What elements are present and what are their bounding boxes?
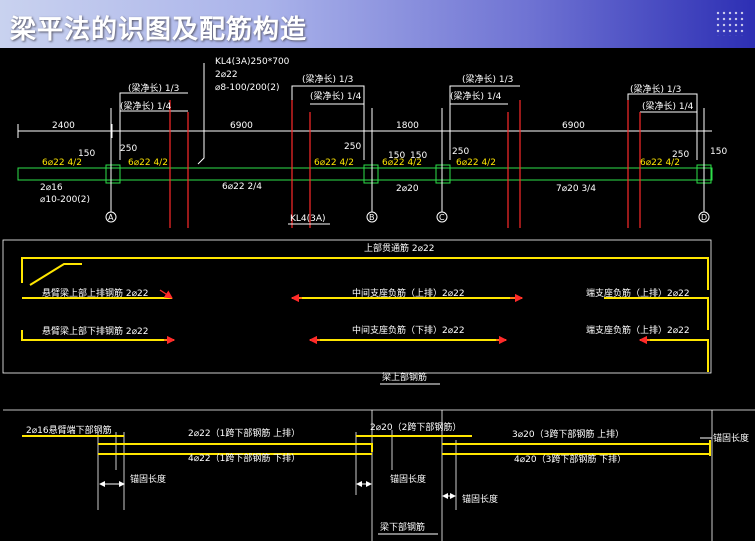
end-support-lower-label: 端支座负筋（上排）2⌀22 [586, 324, 690, 336]
seat-bar-label: 6⌀22 4/2 [456, 158, 496, 168]
span1-upper-label: 2⌀22（1跨下部钢筋 上排） [188, 427, 300, 439]
dimension-label: 250 [672, 150, 689, 160]
dimension-label: 250 [344, 142, 361, 152]
dimension-label: 250 [452, 147, 469, 157]
span-bracket [119, 92, 188, 160]
plan-view: KL4(3A)250*700 2⌀22 ⌀8-100/200(2) (梁净长) … [17, 57, 727, 228]
anchor-length-label: 锚固长度 [713, 432, 749, 444]
beam-name-label: KL4(3A) [290, 214, 326, 224]
anchor-length-label: 锚固长度 [462, 493, 498, 505]
beam-mark-label: KL4(3A)250*700 [215, 57, 290, 67]
clear-span-third-label: (梁净长) 1/3 [462, 73, 513, 85]
bottom-rebar-view: 2⌀16悬臂端下部钢筋 2⌀20（2跨下部钢筋） 2⌀22（1跨下部钢筋 上排）… [3, 409, 755, 541]
axis-label-c: C [439, 213, 445, 222]
through-bar-line [21, 257, 709, 290]
dimension-label: 6900 [230, 121, 253, 131]
top-rebar-group-label: 梁上部钢筋 [382, 371, 427, 383]
clear-span-fourth-label: (梁净长) 1/4 [450, 90, 502, 102]
cantilever-bottom-label: 2⌀16悬臂端下部钢筋 [26, 424, 112, 436]
clear-span-fourth-label: (梁净长) 1/4 [310, 90, 362, 102]
column-b [363, 164, 379, 184]
span1-lower-label: 4⌀22（1跨下部钢筋 下排） [188, 452, 300, 464]
span3-upper-label: 3⌀20（3跨下部钢筋 上排） [512, 428, 624, 440]
top-bars-label: 2⌀22 [215, 70, 238, 80]
anchor-length-label: 锚固长度 [130, 473, 166, 485]
column-c [435, 164, 451, 184]
dimension-label: 150 [710, 147, 727, 157]
cantilever-bottom-label: 2⌀16 [40, 183, 63, 193]
axis-bubble-c [436, 211, 448, 223]
bottom-rebar-group-label: 梁下部钢筋 [380, 521, 425, 533]
beam-outline [17, 167, 713, 181]
axis-label-a: A [108, 213, 114, 222]
mid-support-upper-label: 中间支座负筋（上排）2⌀22 [352, 287, 465, 299]
stirrup-label: ⌀8-100/200(2) [215, 83, 280, 93]
span2-bottom-label: 2⌀20（2跨下部钢筋） [370, 421, 461, 433]
dimension-label: 1800 [396, 121, 419, 131]
dimension-label: 6900 [562, 121, 585, 131]
seat-bar-label: 6⌀22 4/2 [128, 158, 168, 168]
column-a [105, 164, 121, 184]
cantilever-stirrup-label: ⌀10-200(2) [40, 195, 90, 205]
slide-title: 梁平法的识图及配筋构造 [10, 15, 308, 45]
dot-pattern-decoration [715, 10, 745, 36]
clear-span-fourth-label: (梁净长) 1/4 [120, 100, 172, 112]
span3-lower-label: 4⌀20（3跨下部钢筋 下排） [514, 453, 626, 465]
clear-span-third-label: (梁净长) 1/3 [302, 73, 353, 85]
title-banner: 梁平法的识图及配筋构造 [0, 0, 755, 48]
dimension-label: 250 [120, 144, 137, 154]
dimension-label: 150 [78, 149, 95, 159]
end-support-upper-label: 端支座负筋（上排）2⌀22 [586, 287, 690, 299]
dimension-label: 150 [388, 151, 405, 161]
clear-span-third-label: (梁净长) 1/3 [630, 83, 681, 95]
axis-label-b: B [369, 213, 375, 222]
span3-bottom-label: 7⌀20 3/4 [556, 184, 596, 194]
seat-bar-label: 6⌀22 4/2 [382, 158, 422, 168]
span1-bottom-label: 6⌀22 2/4 [222, 182, 262, 192]
dimension-label: 2400 [52, 121, 75, 131]
span2-bottom-label: 2⌀20 [396, 184, 419, 194]
top-rebar-view: 上部贯通筋 2⌀22 悬臂梁上部上排钢筋 2⌀22 中间支座负筋（上排）2⌀22… [2, 239, 712, 385]
seat-bar-label: 6⌀22 4/2 [640, 158, 680, 168]
axis-bubble-b [366, 211, 378, 223]
anchor-length-label: 锚固长度 [390, 473, 426, 485]
clear-span-fourth-label: (梁净长) 1/4 [642, 100, 694, 112]
through-bar-label: 上部贯通筋 2⌀22 [364, 242, 434, 254]
clear-span-third-label: (梁净长) 1/3 [128, 82, 179, 94]
axis-label-d: D [701, 213, 707, 222]
seat-bar-label: 6⌀22 4/2 [314, 158, 354, 168]
cantilever-lower-label: 悬臂梁上部下排钢筋 2⌀22 [42, 325, 148, 337]
dimension-label: 150 [410, 151, 427, 161]
axis-bubble-d [698, 211, 710, 223]
mid-support-lower-label: 中间支座负筋（下排）2⌀22 [352, 324, 465, 336]
axis-bubble-a [105, 211, 117, 223]
seat-bar-label: 6⌀22 4/2 [42, 158, 82, 168]
cantilever-upper-label: 悬臂梁上部上排钢筋 2⌀22 [42, 287, 148, 299]
